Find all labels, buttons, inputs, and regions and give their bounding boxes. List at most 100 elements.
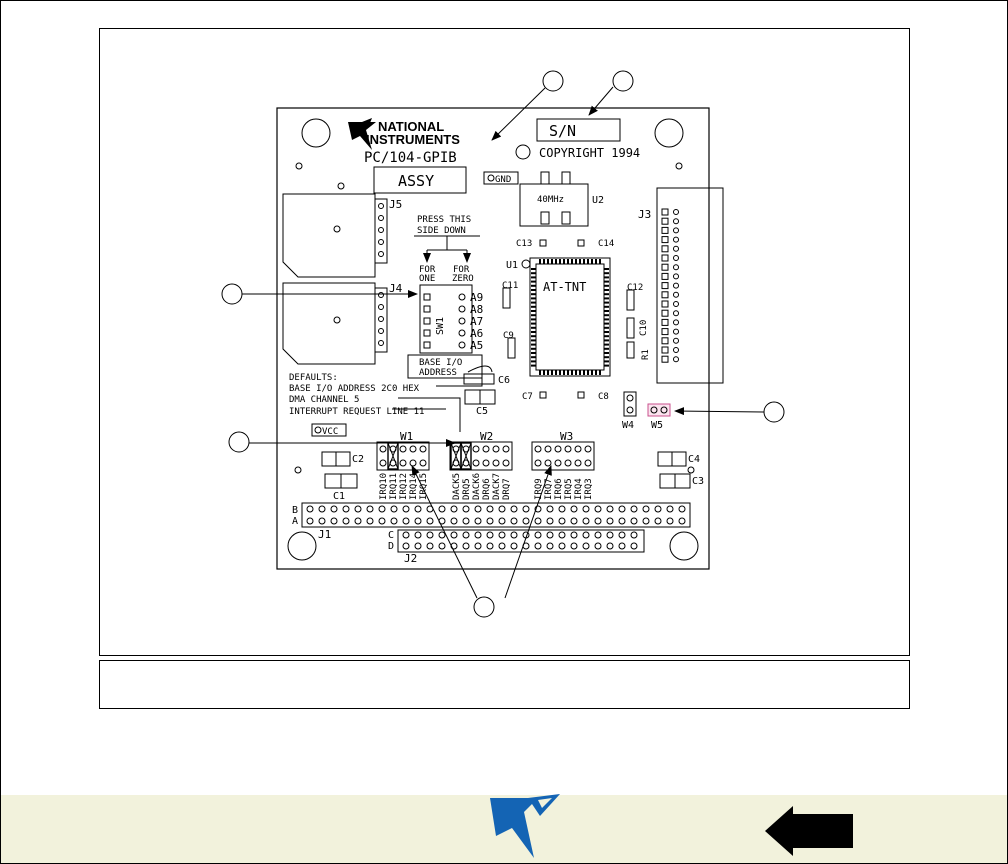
c1-label: C1	[333, 491, 345, 502]
row-c-label: C	[388, 530, 394, 541]
defaults-irq: INTERRUPT REQUEST LINE 11	[289, 407, 424, 417]
logo-instruments: INSTRUMENTS	[366, 132, 460, 147]
right-caps	[657, 451, 691, 489]
c9-label: C9	[503, 331, 514, 341]
jumper-pin-label: DACK6	[472, 473, 482, 500]
jumper-pin-label: IRQ10	[379, 473, 389, 500]
fiducial	[515, 144, 531, 160]
w4-jumper	[623, 391, 637, 417]
j1-label: J1	[318, 528, 331, 541]
jumper-pin-label: IRQ12	[399, 473, 409, 500]
j5-label: J5	[389, 198, 402, 211]
press-line2: SIDE DOWN	[417, 226, 466, 236]
u2-label: U2	[592, 195, 604, 206]
gnd-box	[483, 171, 519, 185]
w2-label: W2	[480, 430, 493, 443]
w1-label: W1	[400, 430, 413, 443]
model-label: PC/104-GPIB	[364, 150, 457, 166]
c6-label: C6	[498, 375, 510, 386]
assy-box	[373, 166, 467, 194]
address-bit-a7: A7	[470, 315, 483, 328]
jumper-pin-label: DACK5	[452, 473, 462, 500]
c11-label: C11	[502, 281, 518, 291]
c14-label: C14	[598, 239, 614, 249]
c7-label: C7	[522, 392, 533, 402]
j2-label: J2	[404, 552, 417, 565]
callout-circle-model	[542, 70, 564, 92]
jumper-pin-label: DRQ7	[502, 478, 512, 500]
callout-circle-serial	[612, 70, 634, 92]
j3-pins	[661, 208, 679, 363]
jumper-pin-label: IRQ11	[389, 473, 399, 500]
c5-c6-caps	[463, 365, 496, 405]
address-bit-a6: A6	[470, 327, 483, 340]
pcb-outline	[276, 107, 710, 570]
ni-eagle-logo[interactable]	[486, 794, 564, 862]
press-line1: PRESS THIS	[417, 215, 471, 225]
j4-connector	[282, 282, 388, 365]
logo-national: NATIONAL	[378, 119, 444, 134]
ni-logo-board	[348, 118, 376, 150]
press-arrows	[414, 235, 480, 263]
jumper-pin-label: DRQ5	[462, 478, 472, 500]
chip-capacitors	[502, 239, 635, 399]
copyright-label: COPYRIGHT 1994	[539, 146, 640, 160]
assy-label: ASSY	[398, 172, 434, 190]
base-io-line1: BASE I/O	[419, 358, 462, 368]
j1-connector	[301, 502, 691, 528]
defaults-dma: DMA CHANNEL 5	[289, 395, 359, 405]
c13-label: C13	[516, 239, 532, 249]
jumper-pin-label: IRQ7	[544, 478, 554, 500]
mounting-holes	[287, 118, 699, 561]
jumper-pin-label: DACK7	[492, 473, 502, 500]
c10-label: C10	[639, 320, 649, 336]
row-d-label: D	[388, 541, 394, 552]
vcc-box	[311, 423, 347, 437]
r1-label: R1	[641, 349, 651, 360]
base-io-line2: ADDRESS	[419, 368, 457, 378]
crystal-label: 40MHz	[537, 195, 564, 205]
sw1-switch	[419, 284, 473, 354]
sw1-label: SW1	[435, 317, 446, 335]
for-one-1: FOR	[419, 265, 436, 275]
bus-pins	[306, 505, 686, 550]
j3-frame	[656, 187, 724, 384]
u1-label: U1	[506, 260, 518, 271]
c12-label: C12	[627, 283, 643, 293]
back-arrow-button[interactable]	[765, 806, 853, 856]
crystal-u2	[519, 171, 589, 227]
callout-circle-irq	[473, 596, 495, 618]
c2-label: C2	[352, 454, 364, 465]
defaults-heading: DEFAULTS:	[289, 373, 338, 383]
address-bit-a5: A5	[470, 339, 483, 352]
back-arrow-icon	[765, 806, 853, 856]
serial-label: S/N	[549, 122, 576, 140]
left-caps	[321, 451, 358, 489]
defaults-leaders	[392, 355, 483, 432]
gnd-label: GND	[495, 175, 511, 185]
w3-label: W3	[560, 430, 573, 443]
sw1-pins	[423, 293, 466, 349]
jumper-pin-label: IRQ6	[554, 478, 564, 500]
w5-label: W5	[651, 420, 663, 431]
for-zero-1: FOR	[453, 265, 470, 275]
address-bit-a8: A8	[470, 303, 483, 316]
caption-box	[99, 660, 910, 709]
figure-frame	[99, 28, 910, 656]
j4-label: J4	[389, 282, 403, 295]
jumper-pin-label: IRQ3	[584, 478, 594, 500]
callout-circle-sw1	[221, 283, 243, 305]
jumper-pin-label: IRQ14	[409, 473, 419, 500]
j4-j5-pins	[378, 203, 384, 346]
vcc-label: VCC	[322, 427, 338, 437]
callout-leaders	[242, 86, 765, 599]
callouts	[221, 70, 785, 618]
address-bit-a9: A9	[470, 291, 483, 304]
c3-label: C3	[692, 476, 704, 487]
serial-box	[536, 118, 621, 142]
defaults-base-io: BASE I/O ADDRESS 2C0 HEX	[289, 384, 420, 394]
for-one-2: ONE	[419, 274, 435, 284]
